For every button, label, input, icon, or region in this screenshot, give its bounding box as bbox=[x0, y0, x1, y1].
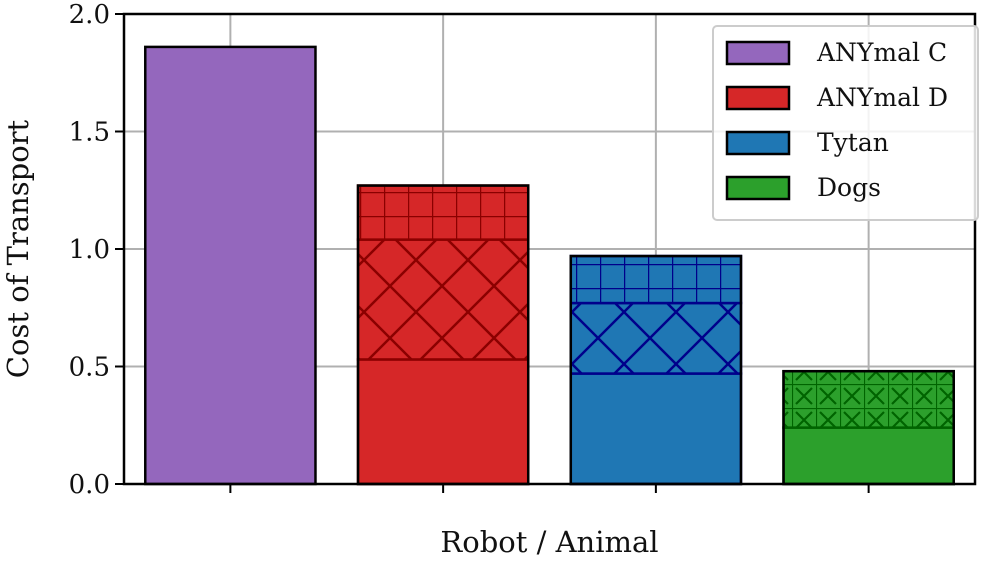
bar-segment-gridx bbox=[782, 369, 955, 429]
legend-swatch bbox=[725, 85, 791, 111]
bar-dogs bbox=[782, 369, 955, 486]
legend-box bbox=[712, 25, 979, 221]
bar-anymal-c bbox=[144, 45, 317, 486]
legend-label: ANYmal D bbox=[816, 83, 948, 112]
bar-segment-solid bbox=[356, 358, 530, 486]
bar-anymal-d bbox=[356, 184, 530, 486]
bar-segment-x bbox=[356, 238, 530, 361]
legend-label: ANYmal C bbox=[816, 38, 947, 67]
bar-segment-solid bbox=[569, 372, 743, 486]
bar-segment-solid bbox=[782, 426, 955, 486]
x-axis-label: Robot / Animal bbox=[440, 525, 658, 559]
bar-segment-solid bbox=[145, 46, 316, 485]
bar-segment-grid bbox=[356, 184, 530, 241]
legend-swatch bbox=[725, 130, 791, 156]
legend-label: Dogs bbox=[817, 173, 881, 202]
legend-swatch bbox=[725, 175, 791, 201]
legend-label: Tytan bbox=[817, 128, 889, 157]
y-tick-label: 0.0 bbox=[69, 470, 110, 500]
y-tick-label: 2.0 bbox=[69, 0, 110, 30]
bar-tytan bbox=[569, 254, 743, 486]
y-tick-label: 1.5 bbox=[69, 118, 110, 148]
bars-layer bbox=[144, 45, 955, 486]
legend-swatch bbox=[725, 40, 791, 66]
bar-segment-grid bbox=[569, 254, 743, 305]
ticks-layer: 0.0 0.5 1.0 1.5 2.0 bbox=[69, 0, 870, 500]
y-axis-label: Cost of Transport bbox=[1, 119, 35, 378]
y-tick-label: 1.0 bbox=[69, 235, 110, 265]
bar-segment-x bbox=[569, 301, 743, 375]
y-tick-label: 0.5 bbox=[69, 353, 110, 383]
